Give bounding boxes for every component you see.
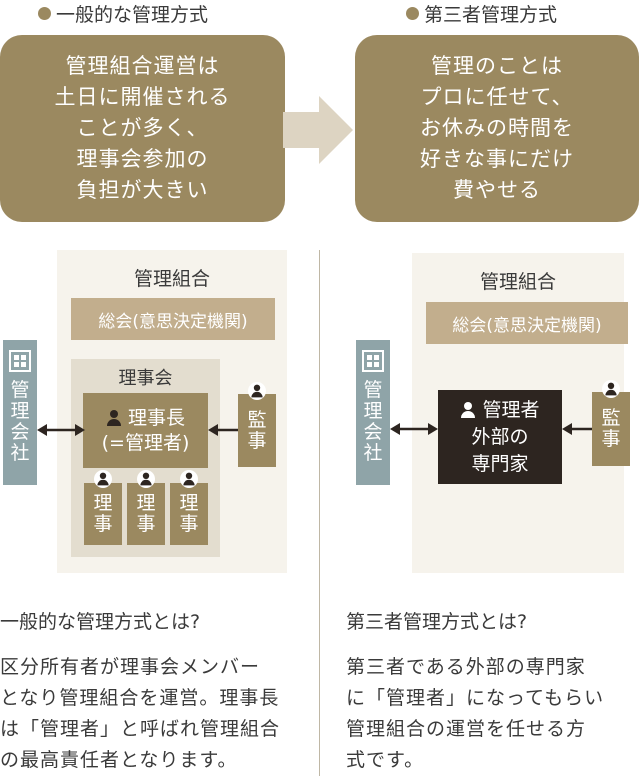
right-subtitle: 第三者管理方式とは? [346, 611, 528, 633]
right-desc-line: に「管理者」になってもらい [346, 687, 605, 709]
company-char: 社 [10, 442, 30, 464]
company-char: 会 [363, 421, 383, 443]
right-org-title: 管理組合 [479, 270, 556, 293]
left-heading: 一般的な管理方式 [38, 0, 208, 26]
right-top-line: プロに任せて、 [420, 85, 574, 109]
left-desc-line: は「管理者」と呼ばれ管理組合 [0, 718, 281, 740]
column-divider [319, 250, 320, 776]
company-char: 管 [10, 379, 30, 401]
person-icon [106, 410, 122, 426]
auditor-char: 事 [601, 428, 621, 450]
right-desc-line: 第三者である外部の専門家 [346, 656, 586, 678]
left-top-box: 管理組合運営は 土日に開催される ことが多く、 理事会参加の 負担が大きい [0, 35, 285, 222]
left-desc-line: 区分所有者が理事会メンバー [0, 656, 261, 678]
director-box: 理 事 [84, 483, 122, 545]
bullet-dot-icon [38, 6, 51, 20]
bullet-dot-icon [406, 6, 419, 20]
right-heading-text: 第三者管理方式 [424, 3, 558, 26]
director-person-badge [94, 470, 112, 488]
director-char: 理 [136, 492, 156, 514]
auditor-person-badge [602, 380, 620, 398]
transition-arrow-icon [283, 96, 353, 164]
director-char: 事 [93, 513, 113, 535]
right-desc-line: 管理組合の運営を任せる方 [346, 718, 587, 740]
chairman-box: 理事長 (=管理者) [83, 393, 208, 468]
right-auditor-box: 監 事 [592, 392, 630, 466]
left-management-company: 管 理 会 社 [3, 340, 37, 485]
chairman-label: 理事長 [128, 406, 186, 429]
right-general-meeting: 総会(意思決定機関) [426, 302, 628, 344]
director-char: 事 [136, 513, 156, 535]
chairman-sub-label: (=管理者) [101, 431, 190, 454]
company-char: 理 [10, 400, 30, 422]
arrow-left-icon [562, 423, 592, 435]
right-heading: 第三者管理方式 [406, 0, 557, 26]
director-char: 理 [179, 492, 199, 514]
right-top-box: 管理のことは プロに任せて、 お休みの時間を 好きな事にだけ 費やせる [355, 35, 639, 222]
company-char: 会 [10, 421, 30, 443]
person-icon [140, 472, 153, 486]
left-top-line: 負担が大きい [76, 178, 209, 202]
left-general-meeting: 総会(意思決定機関) [71, 298, 275, 340]
left-top-line: 理事会参加の [76, 147, 209, 171]
person-icon [460, 402, 476, 418]
board-title: 理事会 [118, 368, 173, 389]
right-management-company: 管 理 会 社 [356, 340, 390, 485]
right-description: 第三者である外部の専門家 に「管理者」になってもらい 管理組合の運営を任せる方 … [346, 652, 638, 776]
left-heading-text: 一般的な管理方式 [56, 3, 209, 26]
left-description: 区分所有者が理事会メンバー となり管理組合を運営。理事長 は「管理者」と呼ばれ管… [0, 652, 305, 776]
right-desc-line: 式です。 [346, 749, 425, 771]
right-top-line: お休みの時間を [420, 116, 574, 140]
director-box: 理 事 [170, 483, 208, 545]
right-top-line: 費やせる [453, 178, 541, 202]
company-char: 理 [363, 400, 383, 422]
person-icon [97, 472, 110, 486]
director-person-badge [180, 470, 198, 488]
manager-label: 管理者 [482, 398, 540, 421]
auditor-char: 監 [247, 408, 267, 431]
person-icon [251, 384, 264, 398]
company-char: 管 [363, 379, 383, 401]
building-icon [362, 350, 384, 372]
person-icon [605, 382, 618, 396]
left-auditor-box: 監 事 [238, 394, 276, 467]
double-arrow-icon [390, 423, 438, 435]
left-top-line: 管理組合運営は [65, 54, 220, 78]
auditor-char: 事 [247, 429, 267, 452]
arrow-left-icon [208, 424, 238, 436]
right-top-line: 好きな事にだけ [420, 147, 574, 171]
left-top-line: ことが多く、 [76, 116, 209, 140]
left-desc-line: の最高責任者となります。 [0, 749, 238, 771]
auditor-char: 監 [601, 407, 621, 429]
building-icon [9, 350, 31, 372]
auditor-person-badge [248, 382, 266, 400]
double-arrow-icon [37, 424, 85, 436]
left-org-title: 管理組合 [133, 267, 210, 290]
left-top-line: 土日に開催される [54, 85, 231, 109]
right-top-line: 管理のことは [431, 54, 563, 78]
external-manager-box: 管理者 外部の 専門家 [438, 390, 562, 484]
company-char: 社 [363, 442, 383, 464]
director-box: 理 事 [127, 483, 165, 545]
left-subtitle: 一般的な管理方式とは? [0, 611, 201, 633]
left-desc-line: となり管理組合を運営。理事長 [0, 687, 280, 709]
director-char: 事 [179, 513, 199, 535]
manager-sub-label: 外部の [471, 425, 529, 448]
director-person-badge [137, 470, 155, 488]
person-icon [183, 472, 196, 486]
director-char: 理 [93, 492, 113, 514]
manager-sub-label: 専門家 [471, 452, 529, 475]
